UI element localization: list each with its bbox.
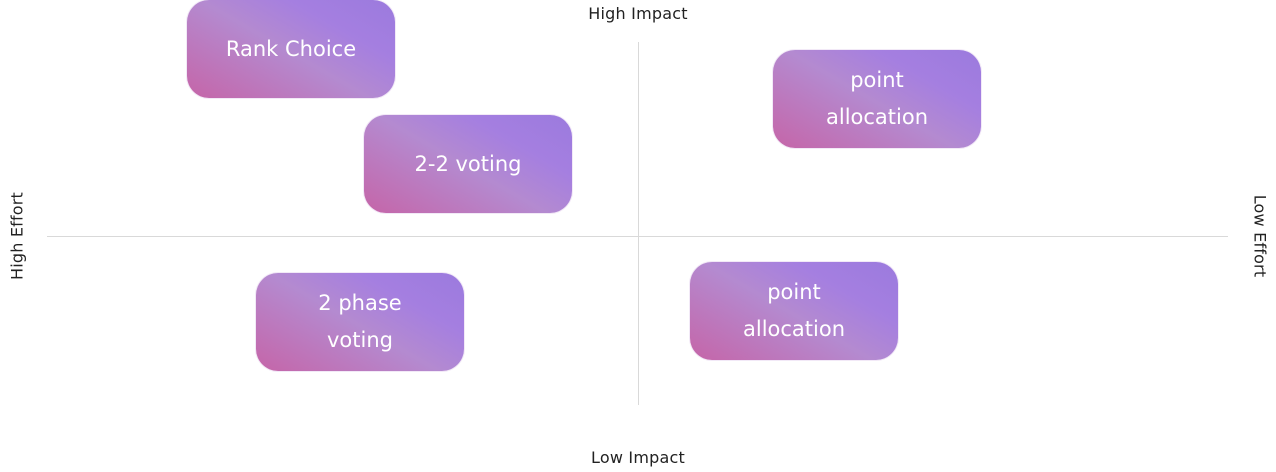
card-label: point allocation: [742, 280, 846, 341]
axis-label-high-effort: High Effort: [7, 191, 27, 281]
axis-label-high-impact: High Impact: [588, 4, 688, 23]
card-point-allocation[interactable]: point allocation: [773, 50, 981, 148]
card-label: Rank Choice: [225, 36, 357, 61]
vertical-axis-line: [638, 42, 639, 405]
card-2-phase-voting[interactable]: 2 phase voting: [256, 273, 464, 371]
axis-label-low-effort: Low Effort: [1250, 194, 1270, 278]
card-2-2-voting[interactable]: 2-2 voting: [364, 115, 572, 213]
card-label: point allocation: [825, 68, 929, 129]
horizontal-axis-line: [47, 236, 1228, 237]
card-label: 2 phase voting: [318, 291, 402, 352]
axis-label-low-impact: Low Impact: [591, 448, 685, 467]
card-rank-choice[interactable]: Rank Choice: [187, 0, 395, 98]
card-label: 2-2 voting: [414, 151, 522, 176]
card-point-allocation[interactable]: point allocation: [690, 262, 898, 360]
